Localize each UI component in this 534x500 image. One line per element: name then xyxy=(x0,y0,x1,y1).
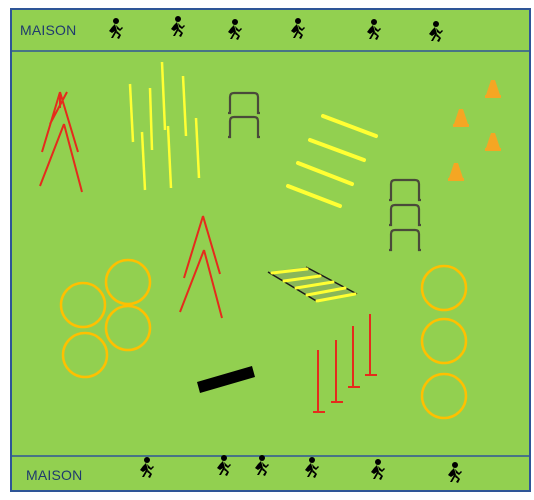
bottom-zone-label: MAISON xyxy=(26,467,82,483)
grass-area xyxy=(10,8,531,492)
top-zone-label: MAISON xyxy=(20,22,76,38)
